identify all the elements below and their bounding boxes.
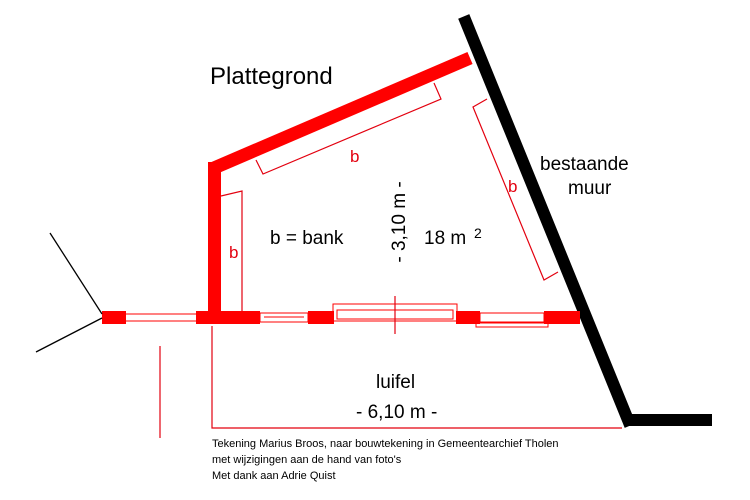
dimension-lines [159, 296, 622, 438]
plan-title: Plattegrond [210, 63, 333, 90]
credit-line-2: met wijzigingen aan de hand van foto's [212, 454, 402, 466]
red-walls [102, 52, 580, 324]
gate-lines [35, 232, 103, 353]
credits: Tekening Marius Broos, naar bouwtekening… [212, 438, 559, 482]
area-label: 18 m 2 [424, 225, 482, 249]
benches [220, 82, 559, 311]
existing-wall [458, 14, 712, 428]
front-windows [126, 303, 549, 328]
credit-line-3: Met dank aan Adrie Quist [212, 470, 336, 482]
width-dimension: - 6,10 m - [356, 402, 437, 423]
bench-label-right: b [508, 177, 517, 196]
bench-label-left: b [229, 243, 238, 262]
canopy-label: luifel [376, 372, 415, 393]
depth-dimension: - 3,10 m - [389, 181, 410, 262]
credit-line-1: Tekening Marius Broos, naar bouwtekening… [212, 438, 559, 450]
area-value: 18 m [424, 228, 466, 249]
area-exponent: 2 [474, 225, 482, 241]
legend-label: b = bank [270, 228, 344, 249]
bench-label-top: b [350, 147, 359, 166]
wall-label-line1: bestaande [540, 154, 629, 175]
wall-label-line2: muur [568, 178, 612, 199]
